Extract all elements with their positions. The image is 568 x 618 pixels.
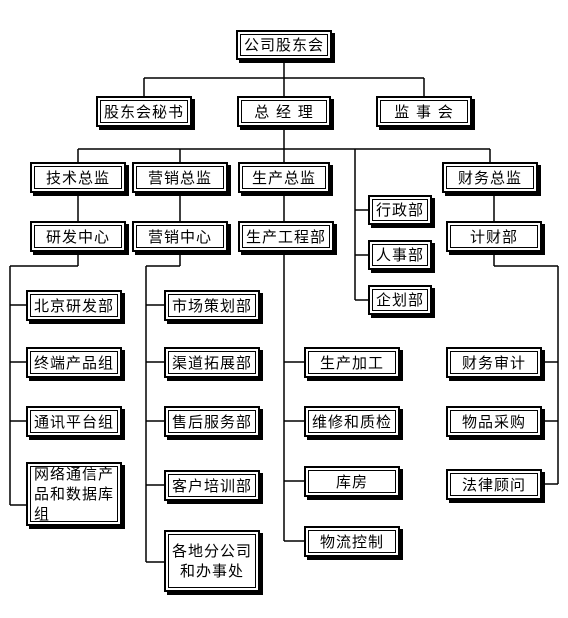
node-legal-counsel: 法律顾问 [446, 469, 542, 500]
node-board-secretary: 股东会秘书 [96, 96, 192, 127]
node-comm-platform: 通讯平台组 [26, 406, 122, 437]
node-general-manager: 总 经 理 [237, 96, 331, 127]
node-procurement: 物品采购 [446, 406, 542, 437]
node-planning-dept: 企划部 [368, 285, 432, 315]
node-admin-dept: 行政部 [368, 195, 432, 225]
node-finance-dept: 计财部 [446, 221, 542, 252]
node-rd-center: 研发中心 [30, 221, 126, 252]
node-hr-dept: 人事部 [368, 240, 432, 270]
node-market-planning: 市场策划部 [164, 290, 260, 321]
node-marketing-center: 营销中心 [132, 221, 228, 252]
node-maintenance-qc: 维修和质检 [304, 406, 400, 437]
node-logistics-control: 物流控制 [304, 526, 400, 557]
node-network-comm-db: 网络通信产品和数据库组 [26, 462, 122, 526]
node-marketing-director: 营销总监 [132, 162, 228, 193]
node-customer-training: 客户培训部 [164, 470, 260, 501]
node-tech-director: 技术总监 [30, 162, 126, 193]
node-branches-offices: 各地分公司和办事处 [164, 530, 260, 592]
node-shareholders-meeting: 公司股东会 [236, 30, 332, 60]
node-production-processing: 生产加工 [304, 347, 400, 378]
node-terminal-products: 终端产品组 [26, 347, 122, 378]
node-warehouse: 库房 [304, 466, 400, 497]
node-financial-audit: 财务审计 [446, 347, 542, 378]
node-finance-director: 财务总监 [442, 162, 538, 193]
node-production-director: 生产总监 [238, 162, 330, 193]
node-beijing-rd: 北京研发部 [26, 290, 122, 321]
node-after-sales: 售后服务部 [164, 406, 260, 437]
node-supervisory-board: 监 事 会 [376, 96, 472, 127]
node-channel-development: 渠道拓展部 [164, 347, 260, 378]
node-production-engineering: 生产工程部 [238, 221, 334, 252]
